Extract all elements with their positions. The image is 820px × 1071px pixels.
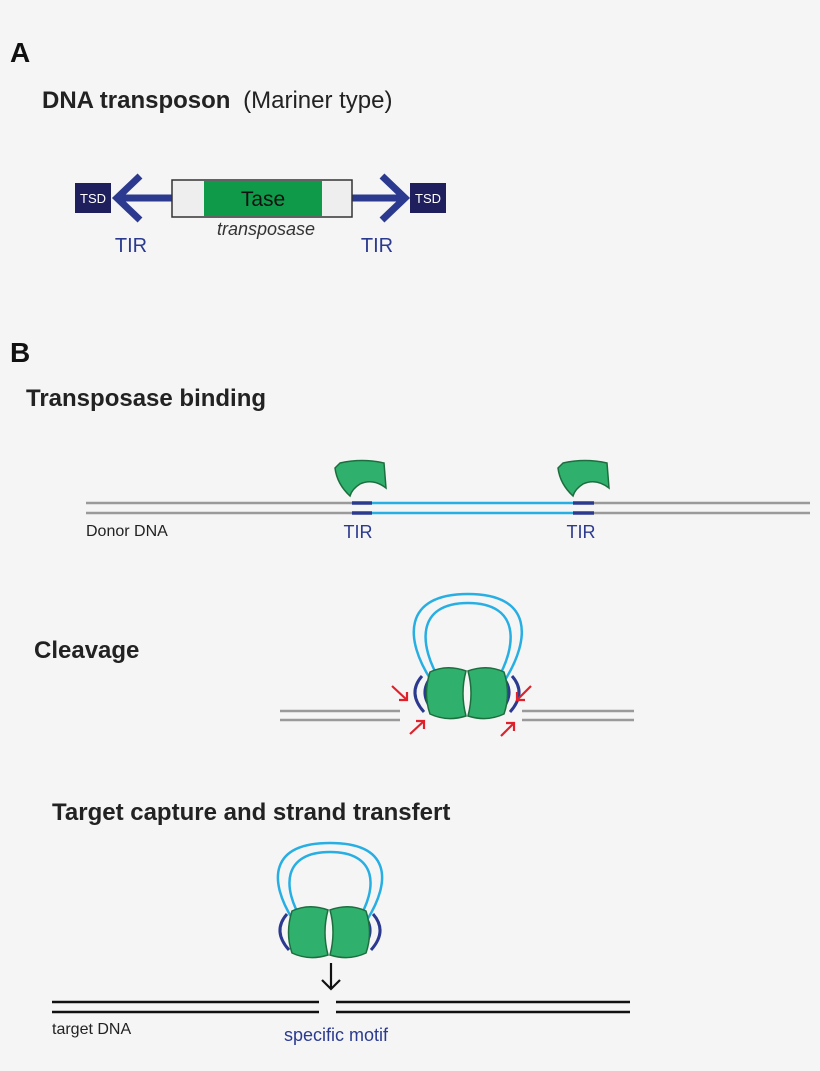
tir-right-label: TIR: [361, 235, 393, 257]
transposase-caption: transposase: [217, 219, 315, 239]
tir-left-arrow: [111, 173, 172, 223]
specific-motif-label: specific motif: [284, 1025, 389, 1045]
donor-dna-label: Donor DNA: [86, 523, 168, 540]
target-dna-label: target DNA: [52, 1021, 131, 1038]
panel-a-title-bold: DNA transposon: [42, 87, 230, 114]
panel-a-title-normal: (Mariner type): [243, 87, 392, 114]
tir-right-arrow: [352, 173, 411, 223]
tase-gene-block: [204, 181, 322, 216]
tase-gene-label: Tase: [241, 188, 285, 211]
cleaved-donor-dna: [280, 709, 634, 722]
transposase-protein-right: [557, 459, 610, 498]
target-dna: [52, 1000, 630, 1014]
transposase-dimer-capture: [287, 906, 371, 959]
binding-tir-left-label: TIR: [344, 522, 373, 542]
donor-dna: [86, 501, 810, 515]
panel-a-title: DNA transposon (Mariner type): [42, 87, 393, 114]
insertion-arrow: [321, 963, 341, 991]
binding-tir-right-label: TIR: [567, 522, 596, 542]
tir-left-label: TIR: [115, 235, 147, 257]
tsd-left-label: TSD: [80, 191, 106, 206]
capture-transposon-loop: [276, 841, 384, 923]
tsd-right-box: TSD: [410, 183, 446, 213]
panel-b-letter: B: [10, 337, 30, 368]
tsd-left-box: TSD: [75, 183, 111, 213]
excised-transposon-loop: [412, 592, 523, 683]
binding-heading: Transposase binding: [26, 385, 266, 412]
cleavage-site-arrows: [391, 685, 532, 737]
capture-heading: Target capture and strand transfert: [52, 799, 450, 826]
cleavage-heading: Cleavage: [34, 637, 139, 664]
tsd-right-label: TSD: [415, 191, 441, 206]
transposase-protein-left: [334, 459, 387, 498]
transposase-dimer-cleavage: [425, 667, 509, 720]
panel-a-letter: A: [10, 37, 30, 68]
